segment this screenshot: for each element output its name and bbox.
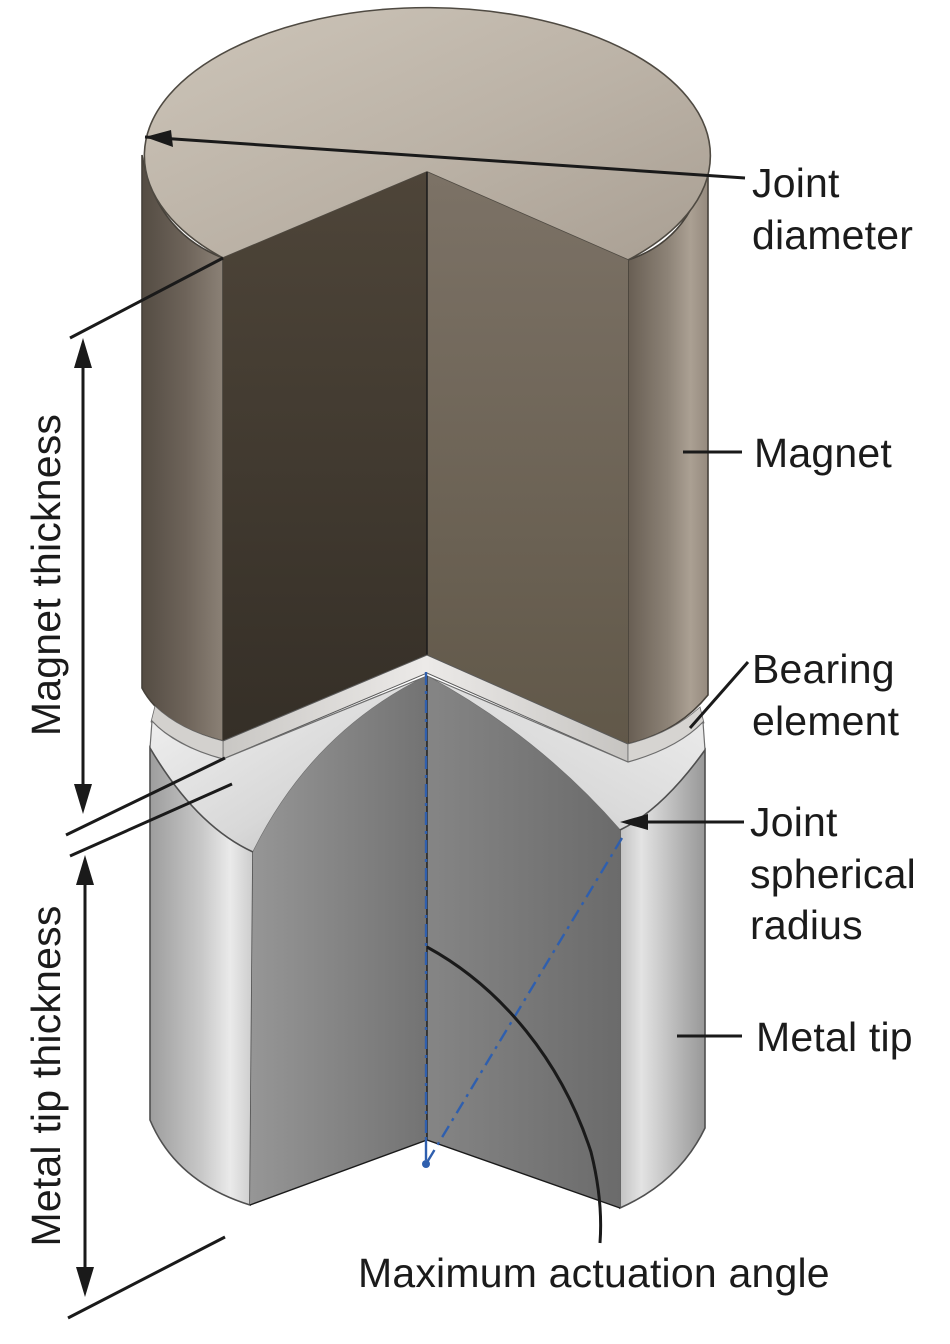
black-annotations [65, 130, 750, 1320]
label-magnet: Magnet [754, 430, 892, 476]
metal-tip-top-extension [69, 782, 233, 858]
metal-tip-cut-face-right [427, 676, 620, 1208]
label-metal-tip: Metal tip [756, 1014, 913, 1060]
label-max-actuation-angle: Maximum actuation angle [358, 1250, 830, 1296]
label-magnet-thickness: Magnet thickness [23, 413, 70, 737]
magnet-thickness-arrow-down [74, 784, 92, 814]
pivot-center-dot [422, 1160, 430, 1168]
metal-tip-body [149, 675, 706, 1210]
joint-spherical-radius-arrowhead [620, 814, 648, 830]
magnet-thickness-arrow-up [74, 338, 92, 368]
magnet-bottom-extension [65, 756, 226, 837]
metal-tip-thickness-arrow-up [76, 855, 94, 885]
magnet-cut-face-left [223, 172, 427, 741]
magnet-body [141, 6, 712, 746]
label-joint-spherical-radius: Joint spherical radius [750, 799, 916, 949]
metal-tip-outer-right [619, 747, 706, 1210]
bearing-element-leader [688, 661, 750, 729]
actuation-angle-arc [426, 945, 603, 1244]
label-bearing-element: Bearing element [752, 646, 900, 744]
joint-diameter-arrowhead [145, 130, 173, 147]
metal-tip-bottom-extension [67, 1235, 226, 1320]
magnet-thickness-extension-top [69, 256, 224, 340]
axis-annotations [422, 672, 624, 1168]
joint-diameter-leader [144, 135, 746, 180]
magnet-top-face [143, 6, 712, 261]
magnet-cut-face-right [427, 172, 628, 744]
label-joint-diameter: Joint diameter [752, 160, 914, 258]
metal-tip-cut-face-left [250, 676, 427, 1205]
spherical-radius-line [424, 837, 624, 1165]
metal-tip-thickness-arrow-down [76, 1267, 94, 1297]
label-metal-tip-thickness: Metal tip thickness [23, 905, 70, 1247]
